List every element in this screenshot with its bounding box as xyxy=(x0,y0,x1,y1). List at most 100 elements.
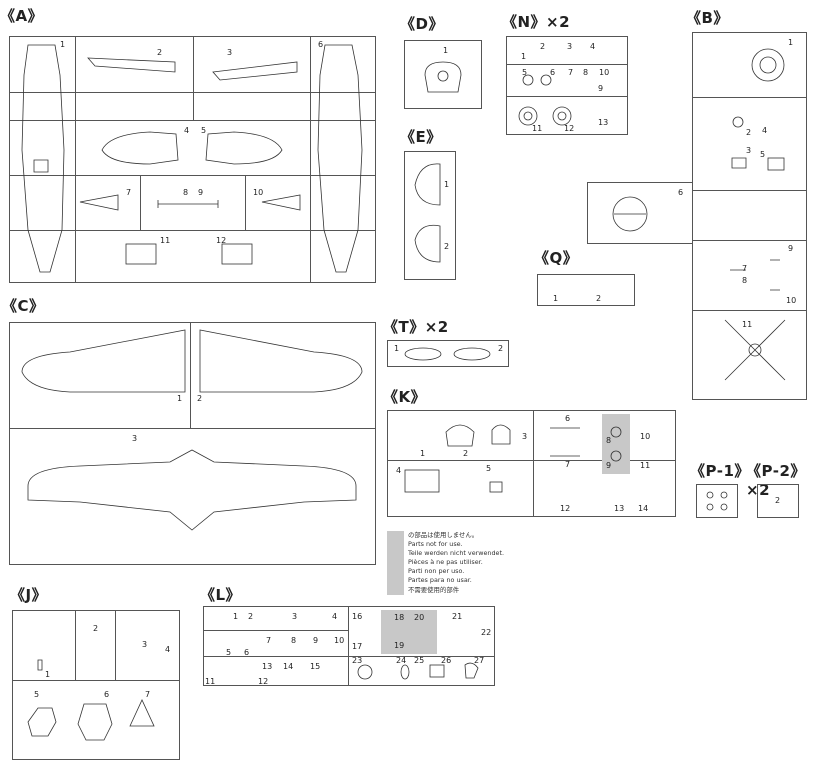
sprue-j-num-4: 4 xyxy=(165,645,171,654)
sprue-k-num-13: 13 xyxy=(614,504,625,513)
sprue-k-num-5: 5 xyxy=(486,464,492,473)
sprue-n-num-4: 4 xyxy=(590,42,596,51)
sprue-b-num-3: 3 xyxy=(746,146,752,155)
sprue-k-num-14: 14 xyxy=(638,504,649,513)
sprue-k-num-4: 4 xyxy=(396,466,402,475)
note-line-zh: 不需要使用的部件 xyxy=(408,585,460,594)
sprue-k-frame xyxy=(387,410,676,517)
sprue-a-num-7: 7 xyxy=(126,188,132,197)
sprue-p2-frame xyxy=(757,484,799,518)
sprue-l-num-10: 10 xyxy=(334,636,345,645)
sprue-j-num-3: 3 xyxy=(142,640,148,649)
sprue-l-num-20: 20 xyxy=(414,613,425,622)
sprue-a-num-10: 10 xyxy=(253,188,264,197)
sprue-l-num-27: 27 xyxy=(474,656,485,665)
sprue-d-frame xyxy=(404,40,482,109)
sprue-l-num-7: 7 xyxy=(266,636,272,645)
sprue-l-num-18: 18 xyxy=(394,613,405,622)
sprue-j-num-7: 7 xyxy=(145,690,151,699)
sprue-k-num-9: 9 xyxy=(606,461,612,470)
sprue-l-num-3: 3 xyxy=(292,612,298,621)
sprue-e-frame xyxy=(404,151,456,280)
sprue-l-num-1: 1 xyxy=(233,612,239,621)
sprue-e-num-2: 2 xyxy=(444,242,450,251)
sprue-n-num-1: 1 xyxy=(521,52,527,61)
sprue-a-num-4: 4 xyxy=(184,126,190,135)
sprue-c-label: 《C》 xyxy=(2,297,45,315)
sprue-p1-label: 《P-1》 xyxy=(690,462,750,480)
sprue-a-num-12: 12 xyxy=(216,236,227,245)
sprue-k-num-1: 1 xyxy=(420,449,426,458)
sprue-t-label: 《T》×2 xyxy=(383,318,449,336)
sprue-j-frame xyxy=(12,610,180,760)
sprue-q-frame xyxy=(537,274,635,306)
sprue-l-num-2: 2 xyxy=(248,612,254,621)
sprue-k-num-8: 8 xyxy=(606,436,612,445)
sprue-b-label: 《B》 xyxy=(686,9,729,27)
sprue-c-num-1: 1 xyxy=(177,394,183,403)
sprue-a-label: 《A》 xyxy=(0,7,44,25)
sprue-q-label: 《Q》 xyxy=(534,249,579,267)
sprue-t-num-1: 1 xyxy=(394,344,400,353)
sprue-a-num-1: 1 xyxy=(60,40,66,49)
note-line-fr: Pièces à ne pas utiliser. xyxy=(408,558,483,567)
sprue-q-num-1: 1 xyxy=(553,294,559,303)
sprue-n-num-7: 7 xyxy=(568,68,574,77)
sprue-k-label: 《K》 xyxy=(383,388,427,406)
sprue-n-num-12: 12 xyxy=(564,124,575,133)
sprue-l-num-8: 8 xyxy=(291,636,297,645)
sprue-a-num-5: 5 xyxy=(201,126,207,135)
sprue-l-num-25: 25 xyxy=(414,656,425,665)
sprue-a-num-3: 3 xyxy=(227,48,233,57)
sprue-k-unused-parts xyxy=(602,414,630,474)
sprue-e-num-1: 1 xyxy=(444,180,450,189)
unused-parts-note: の部品は使用しません。 Parts not for use. Teile wer… xyxy=(408,531,504,595)
sprue-l-num-12: 12 xyxy=(258,677,269,686)
sprue-l-num-24: 24 xyxy=(396,656,407,665)
sprue-l-num-26: 26 xyxy=(441,656,452,665)
sprue-a-frame xyxy=(9,36,376,283)
note-line-es: Partes para no usar. xyxy=(408,576,472,585)
sprue-e-label: 《E》 xyxy=(400,128,442,146)
sprue-n-num-2: 2 xyxy=(540,42,546,51)
sprue-l-unused-parts xyxy=(381,610,437,654)
sprue-a-num-8: 8 xyxy=(183,188,189,197)
sprue-n-num-9: 9 xyxy=(598,84,604,93)
sprue-b-num-7: 7 xyxy=(742,264,748,273)
sprue-n-num-6: 6 xyxy=(550,68,556,77)
sprue-n-num-5: 5 xyxy=(522,68,528,77)
sprue-l-num-22: 22 xyxy=(481,628,492,637)
sprue-p2-label: 《P-2》×2 xyxy=(746,462,806,499)
sprue-l-num-9: 9 xyxy=(313,636,319,645)
sprue-b-arm xyxy=(587,182,693,244)
sprue-l-num-17: 17 xyxy=(352,642,363,651)
sprue-k-num-11: 11 xyxy=(640,461,651,470)
note-line-it: Parti non per uso. xyxy=(408,567,465,576)
sprue-p1-frame xyxy=(696,484,738,518)
sprue-j-num-2: 2 xyxy=(93,624,99,633)
sprue-n-label: 《N》×2 xyxy=(502,13,571,31)
sprue-k-num-6: 6 xyxy=(565,414,571,423)
sprue-d-label: 《D》 xyxy=(400,15,444,33)
sprue-k-num-10: 10 xyxy=(640,432,651,441)
sprue-n-num-10: 10 xyxy=(599,68,610,77)
sprue-l-num-5: 5 xyxy=(226,648,232,657)
sprue-a-num-2: 2 xyxy=(157,48,163,57)
sprue-b-num-8: 8 xyxy=(742,276,748,285)
sprue-j-label: 《J》 xyxy=(10,586,48,604)
unused-parts-swatch xyxy=(387,531,404,595)
sprue-j-num-5: 5 xyxy=(34,690,40,699)
sprue-l-num-6: 6 xyxy=(244,648,250,657)
sprue-j-num-1: 1 xyxy=(45,670,51,679)
sprue-l-num-4: 4 xyxy=(332,612,338,621)
sprue-l-num-21: 21 xyxy=(452,612,463,621)
